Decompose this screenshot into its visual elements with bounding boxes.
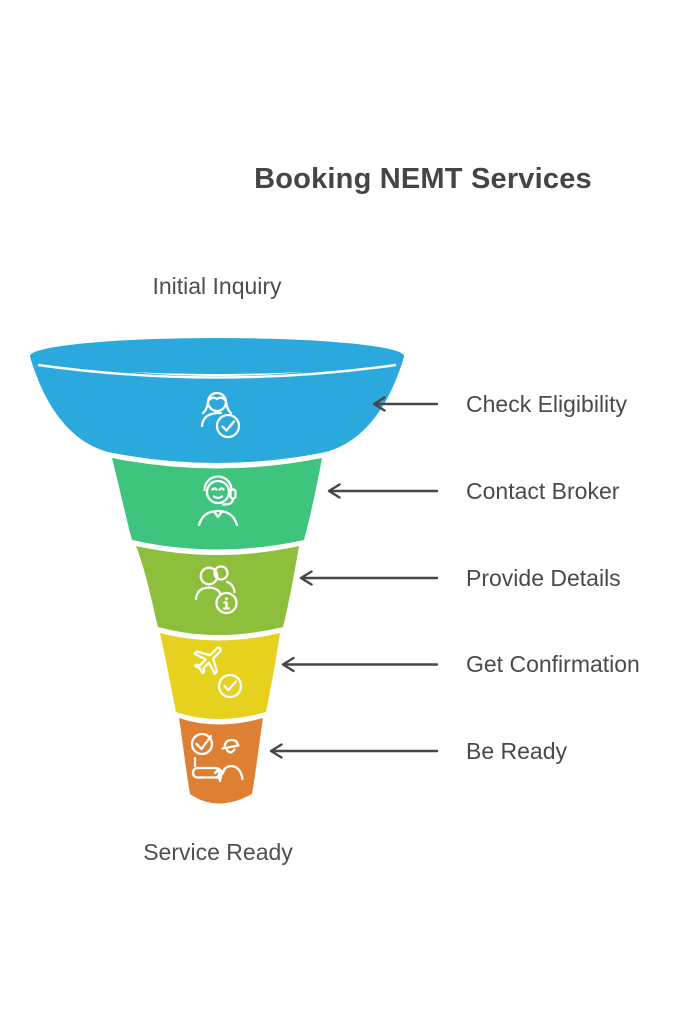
funnel-top-label: Initial Inquiry (152, 273, 282, 299)
funnel-stage-5 (179, 718, 263, 804)
arrow-provide-details (299, 570, 439, 586)
funnel-stage-1 (30, 338, 404, 463)
stage-label-check-eligibility: Check Eligibility (466, 391, 628, 417)
arrow-contact-broker (327, 483, 439, 499)
stage-label-provide-details: Provide Details (466, 565, 621, 591)
funnel-bottom-label: Service Ready (143, 839, 293, 865)
stage-label-be-ready: Be Ready (466, 738, 568, 764)
arrow-be-ready (269, 743, 439, 759)
stage-label-get-confirmation: Get Confirmation (466, 651, 640, 677)
funnel-rim-highlight (37, 363, 397, 379)
traveler-check-icon (190, 732, 244, 783)
stage-label-contact-broker: Contact Broker (466, 478, 620, 504)
arrow-check-eligibility (372, 396, 439, 412)
support-agent-icon (197, 475, 239, 527)
user-check-icon (200, 391, 241, 439)
arrow-get-confirmation (281, 656, 439, 673)
page-title: Booking NEMT Services (254, 163, 592, 195)
plane-check-icon (193, 646, 243, 699)
group-info-icon (194, 565, 238, 615)
funnel-stage-4 (160, 633, 280, 719)
